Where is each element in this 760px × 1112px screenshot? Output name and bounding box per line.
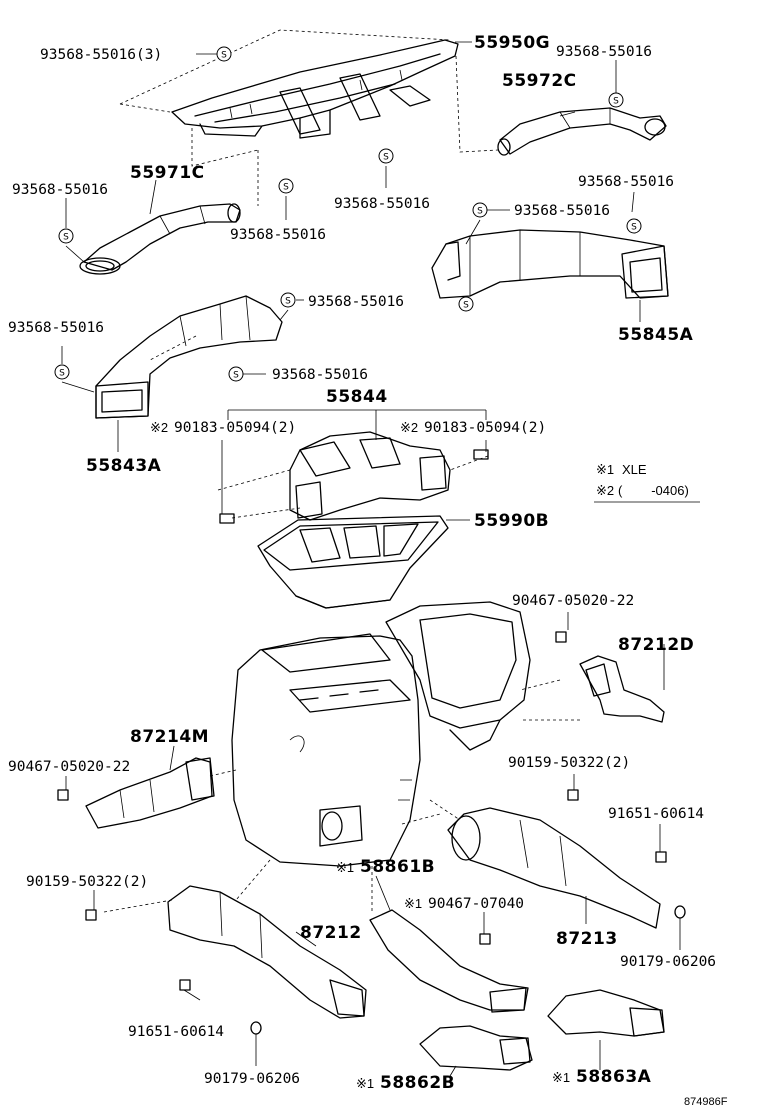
label-90467-05020-22-right: 90467-05020-22	[512, 593, 634, 609]
label-93568-55016-left-2: 93568-55016	[8, 320, 104, 336]
legend-note1-mark: ※1	[596, 462, 614, 477]
label-90179-06206-left: 90179-06206	[204, 1071, 300, 1087]
svg-text:S: S	[285, 297, 291, 307]
label-90159-50322-left: 90159-50322(2)	[26, 874, 148, 890]
part-55844-duct	[219, 431, 489, 524]
label-90467-05020-22-left: 90467-05020-22	[8, 759, 130, 775]
label-87212d: 87212D	[618, 635, 694, 655]
label-93568-55016-3: 93568-55016(3)	[40, 47, 162, 63]
label-93568-55016-right-1: 93568-55016	[578, 174, 674, 190]
part-labels: 93568-55016(3) 55950G 93568-55016 55972C…	[8, 33, 728, 1108]
svg-text:S: S	[383, 153, 389, 163]
svg-text:S: S	[613, 97, 619, 107]
part-55845a-duct	[431, 229, 669, 299]
part-58861b-duct	[369, 909, 529, 1013]
label-58861b: 58861B	[360, 857, 435, 877]
label-93568-55016-center-2: 93568-55016	[230, 227, 326, 243]
label-90467-07040: 90467-07040	[428, 896, 524, 912]
label-90183-left-mark: ※2	[150, 420, 168, 435]
label-87213: 87213	[556, 929, 618, 949]
label-55845a: 55845A	[618, 325, 694, 345]
assembly-lines	[103, 29, 580, 913]
bolt-symbol-icon: S	[278, 178, 294, 194]
part-87212d-duct	[555, 631, 665, 723]
label-87212: 87212	[300, 923, 362, 943]
svg-text:S: S	[221, 51, 227, 61]
label-55950g: 55950G	[474, 33, 550, 53]
label-93568-55016-right-2: 93568-55016	[514, 203, 610, 219]
label-58863a: 58863A	[576, 1067, 652, 1087]
leader-lines	[61, 41, 681, 1077]
bolt-symbol-icon: S	[378, 148, 394, 164]
label-93568-55016-left-1: 93568-55016	[12, 182, 108, 198]
label-55990b: 55990B	[474, 511, 549, 531]
label-55844: 55844	[326, 387, 388, 407]
figure-code: 874986F	[684, 1096, 728, 1108]
bolt-symbol-icon: S	[458, 296, 474, 312]
label-91651-60614-right: 91651-60614	[608, 806, 704, 822]
bolt-symbol-icon: S	[472, 202, 488, 218]
legend-note2-text: ( -0406)	[618, 483, 689, 498]
label-58862b-mark: ※1	[356, 1076, 374, 1091]
svg-text:S: S	[283, 183, 289, 193]
label-58862b: 58862B	[380, 1073, 455, 1093]
svg-text:S: S	[463, 301, 469, 311]
label-55971c: 55971C	[130, 163, 205, 183]
bolt-symbol-icon: S	[54, 364, 70, 380]
label-91651-60614-left: 91651-60614	[128, 1024, 224, 1040]
bolt-symbols: S S S S S S S S S S S	[54, 46, 642, 382]
legend: ※1 XLE ※2 ( -0406)	[594, 462, 700, 503]
legend-note1-text: XLE	[622, 462, 647, 477]
bolt-symbol-icon: S	[58, 228, 74, 244]
part-58862b-duct	[419, 1025, 533, 1071]
bolt-symbol-icon: S	[608, 92, 624, 108]
label-93568-55016-mid-2: 93568-55016	[272, 367, 368, 383]
bolt-symbol-icon: S	[216, 46, 232, 62]
part-55990b-frame	[257, 515, 449, 609]
svg-text:S: S	[477, 207, 483, 217]
svg-text:S: S	[63, 233, 69, 243]
label-90183-05094-left: 90183-05094(2)	[174, 420, 296, 436]
bolt-symbol-icon: S	[280, 292, 296, 308]
part-55843a-duct	[95, 295, 283, 419]
bolt-symbol-icon: S	[228, 366, 244, 382]
label-93568-55016-center-1: 93568-55016	[334, 196, 430, 212]
label-55972c: 55972C	[502, 71, 577, 91]
label-90159-50322-right: 90159-50322(2)	[508, 755, 630, 771]
label-90467-07040-mark: ※1	[404, 896, 422, 911]
svg-text:S: S	[233, 371, 239, 381]
part-87213-duct	[447, 789, 686, 929]
label-90183-right-mark: ※2	[400, 420, 418, 435]
svg-text:S: S	[631, 223, 637, 233]
label-58863a-mark: ※1	[552, 1070, 570, 1085]
label-90183-05094-right: 90183-05094(2)	[424, 420, 546, 436]
part-87214m-duct	[57, 757, 215, 829]
svg-text:S: S	[59, 369, 65, 379]
part-55971c-duct	[79, 203, 241, 275]
label-90179-06206-right: 90179-06206	[620, 954, 716, 970]
label-93568-55016-top-right: 93568-55016	[556, 44, 652, 60]
label-93568-55016-mid-1: 93568-55016	[308, 294, 404, 310]
legend-note2-mark: ※2	[596, 483, 614, 498]
part-87212-duct	[85, 885, 367, 1035]
part-55972c-duct	[497, 107, 667, 156]
part-heater-unit	[231, 601, 531, 867]
label-87214m: 87214M	[130, 727, 209, 747]
label-55843a: 55843A	[86, 456, 162, 476]
bolt-symbol-icon: S	[626, 218, 642, 234]
part-58863a-duct	[547, 989, 665, 1037]
part-55950g-panel	[171, 39, 459, 139]
label-58861b-mark: ※1	[336, 860, 354, 875]
